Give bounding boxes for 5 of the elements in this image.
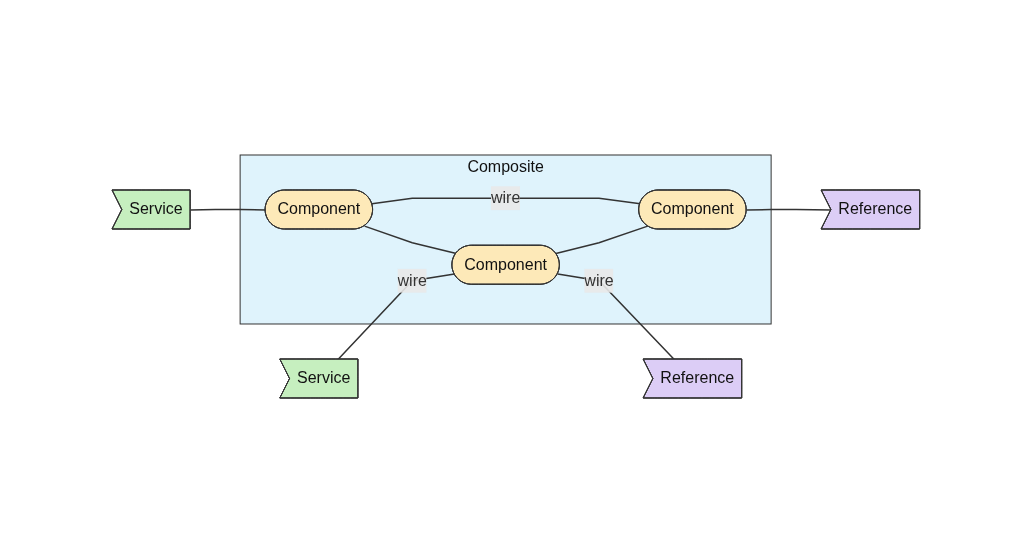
edge-label: wire bbox=[491, 188, 521, 206]
connector bbox=[190, 208, 267, 211]
connector bbox=[555, 224, 649, 254]
edge-label: wire bbox=[584, 271, 614, 289]
edge-label: wire bbox=[397, 271, 428, 289]
